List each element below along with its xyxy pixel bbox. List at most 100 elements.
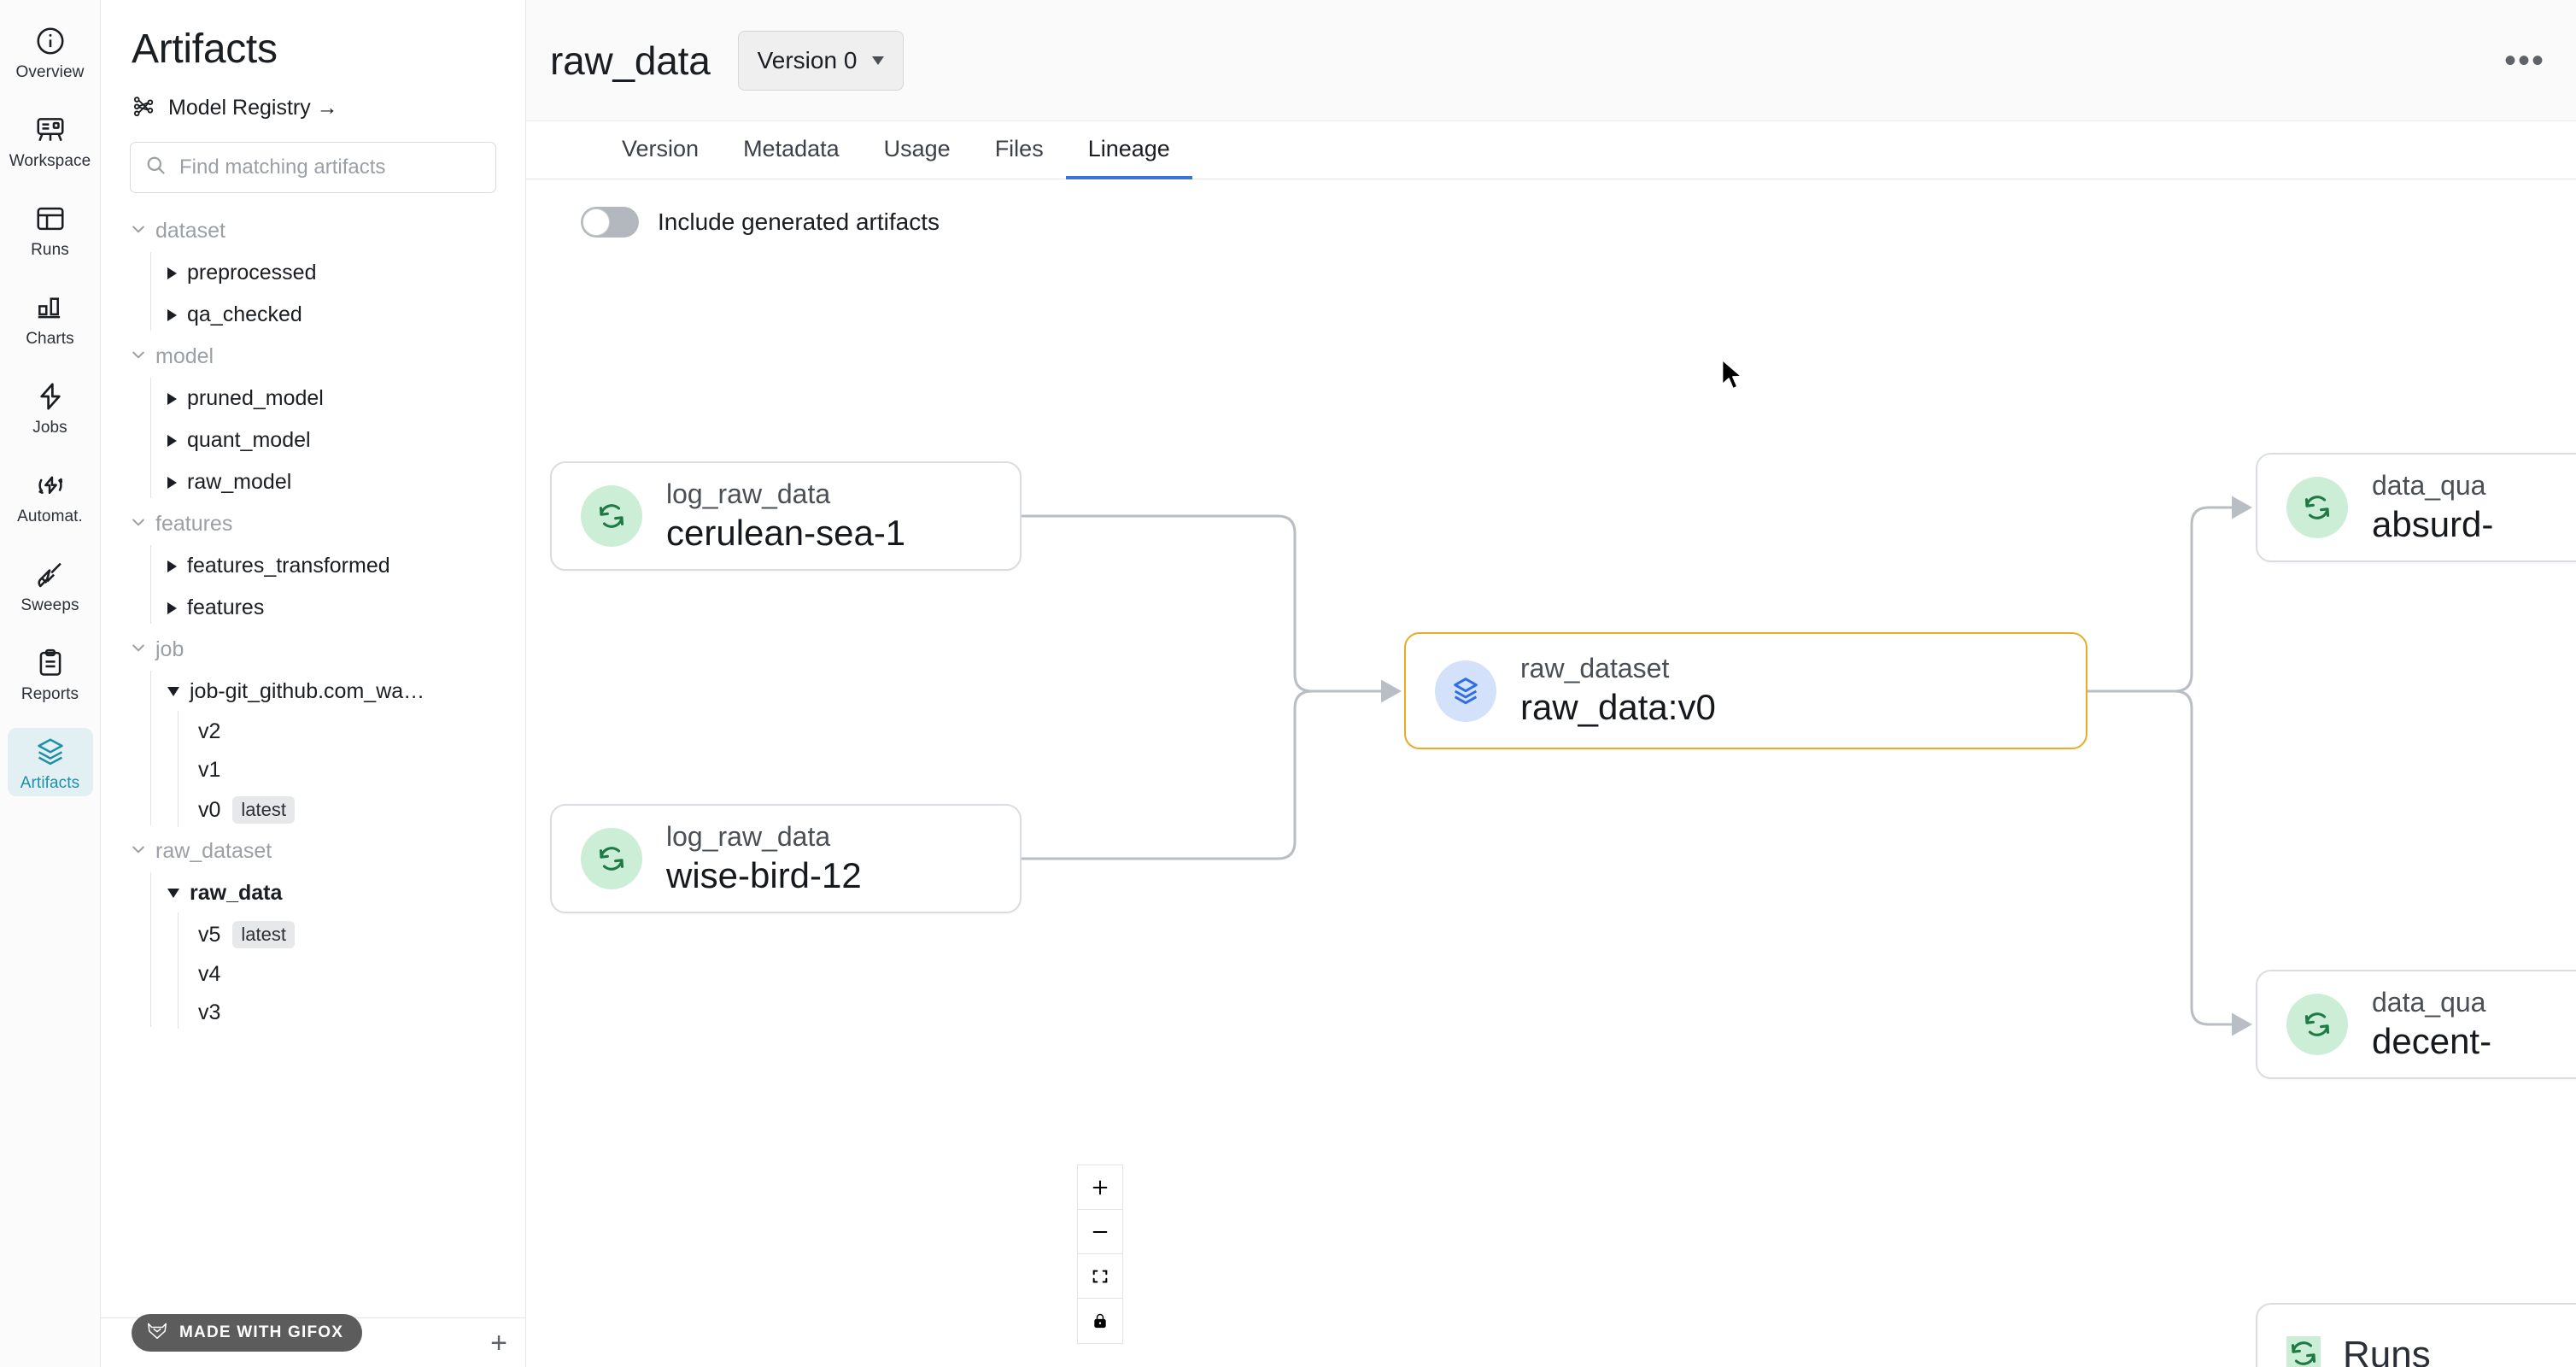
zoom-controls bbox=[1077, 1165, 1123, 1344]
tree-item-quant-model[interactable]: quant_model bbox=[150, 419, 525, 461]
node-type: log_raw_data bbox=[666, 478, 831, 509]
model-registry-icon bbox=[132, 93, 157, 123]
node-name: absurd- bbox=[2372, 503, 2494, 544]
tree-group-model[interactable]: model bbox=[101, 336, 525, 378]
version-label: v3 bbox=[198, 1000, 221, 1024]
sidebar-item-sweeps[interactable]: Sweeps bbox=[8, 550, 93, 619]
tree-group-features[interactable]: features bbox=[101, 503, 525, 545]
runs-panel[interactable]: Runs Search Ru bbox=[2256, 1303, 2576, 1367]
tree-group-label: raw_dataset bbox=[155, 839, 272, 863]
lineage-node-cerulean-sea-1[interactable]: log_raw_data cerulean-sea-1 bbox=[550, 461, 1022, 571]
lineage-node-absurd[interactable]: data_qua absurd- bbox=[2256, 453, 2576, 562]
version-label: v2 bbox=[198, 719, 221, 743]
lineage-canvas[interactable]: log_raw_data cerulean-sea-1 log_raw_data bbox=[526, 346, 2576, 1367]
node-type: raw_dataset bbox=[1520, 653, 1670, 684]
search-artifacts-box[interactable]: Find matching artifacts bbox=[130, 142, 496, 193]
tab-files[interactable]: Files bbox=[994, 136, 1044, 161]
chevron-down-icon bbox=[130, 841, 147, 862]
tree-group-job[interactable]: job bbox=[101, 629, 525, 671]
tab-version[interactable]: Version bbox=[622, 136, 700, 161]
zoom-in-button[interactable] bbox=[1078, 1165, 1122, 1210]
include-generated-artifacts-toggle[interactable] bbox=[581, 207, 639, 238]
version-item-v5[interactable]: v5 latest bbox=[178, 914, 525, 955]
tab-lineage[interactable]: Lineage bbox=[1065, 136, 1192, 179]
lineage-node-decent[interactable]: data_qua decent- bbox=[2256, 970, 2576, 1079]
fit-view-button[interactable] bbox=[1078, 1254, 1122, 1299]
version-item-v4[interactable]: v4 bbox=[178, 955, 525, 994]
runs-panel-header: Runs bbox=[2286, 1334, 2576, 1367]
caret-right-icon bbox=[167, 476, 177, 489]
version-item-v0[interactable]: v0 latest bbox=[178, 789, 525, 830]
tab-metadata[interactable]: Metadata bbox=[743, 136, 840, 161]
tree-item-label: features_transformed bbox=[187, 554, 390, 578]
caret-right-icon bbox=[167, 601, 177, 614]
lock-button[interactable] bbox=[1078, 1299, 1122, 1343]
sidebar-item-runs[interactable]: Runs bbox=[8, 195, 93, 263]
tree-item-label: preprocessed bbox=[187, 261, 317, 285]
version-item-v3[interactable]: v3 bbox=[178, 994, 525, 1032]
tab-usage[interactable]: Usage bbox=[883, 136, 951, 161]
version-list-job-git: v2 v1 v0 latest bbox=[178, 711, 525, 830]
tree-item-label: raw_data bbox=[190, 881, 283, 905]
tree-item-preprocessed[interactable]: preprocessed bbox=[150, 252, 525, 294]
ellipsis-icon[interactable]: ••• bbox=[2503, 41, 2545, 79]
tree-item-raw-model[interactable]: raw_model bbox=[150, 461, 525, 503]
tree-group-dataset[interactable]: dataset bbox=[101, 210, 525, 252]
include-generated-artifacts-label: Include generated artifacts bbox=[658, 208, 940, 235]
left-nav-rail: Overview Workspace Runs bbox=[0, 0, 101, 1367]
tree-item-features[interactable]: features bbox=[150, 587, 525, 629]
sync-icon bbox=[2286, 1335, 2321, 1367]
tree-group-label: model bbox=[155, 344, 214, 368]
sidebar-item-automations[interactable]: Automat. bbox=[8, 461, 93, 530]
sidebar-item-overview[interactable]: Overview bbox=[8, 17, 93, 85]
tree-children-raw-dataset: raw_data v5 latest v4 v3 bbox=[150, 872, 525, 1032]
model-registry-link[interactable]: Model Registry → bbox=[101, 73, 525, 123]
tree-group-label: dataset bbox=[155, 219, 226, 243]
tree-item-features-transformed[interactable]: features_transformed bbox=[150, 545, 525, 587]
add-artifact-button[interactable]: + bbox=[490, 1326, 507, 1359]
tree-item-job-git[interactable]: job-git_github.com_wa… bbox=[150, 671, 525, 713]
bar-chart-icon bbox=[33, 290, 67, 325]
version-select[interactable]: Version 0 bbox=[737, 30, 905, 91]
version-item-v1[interactable]: v1 bbox=[178, 751, 525, 789]
sidebar-item-artifacts[interactable]: Artifacts bbox=[7, 728, 93, 796]
sync-icon bbox=[581, 485, 642, 547]
sidebar-label-automations: Automat. bbox=[17, 507, 83, 525]
tree-children-features: features_transformed features bbox=[150, 545, 525, 629]
sidebar-item-jobs[interactable]: Jobs bbox=[8, 373, 93, 441]
tree-children-dataset: preprocessed qa_checked bbox=[150, 252, 525, 336]
tree-item-raw-data[interactable]: raw_data bbox=[150, 872, 525, 914]
workspace-icon bbox=[33, 113, 67, 147]
tree-item-qa-checked[interactable]: qa_checked bbox=[150, 294, 525, 336]
clipboard-icon bbox=[33, 646, 67, 680]
sidebar-label-workspace: Workspace bbox=[9, 152, 91, 170]
tree-item-pruned-model[interactable]: pruned_model bbox=[150, 378, 525, 419]
lineage-node-wise-bird-12[interactable]: log_raw_data wise-bird-12 bbox=[550, 804, 1022, 913]
version-select-label: Version 0 bbox=[757, 46, 858, 73]
model-registry-label: Model Registry → bbox=[168, 96, 338, 120]
sidebar-item-workspace[interactable]: Workspace bbox=[8, 106, 93, 174]
sidebar-label-overview: Overview bbox=[15, 63, 85, 81]
tree-group-raw-dataset[interactable]: raw_dataset bbox=[101, 830, 525, 872]
search-icon bbox=[144, 154, 167, 181]
version-item-v2[interactable]: v2 bbox=[178, 713, 525, 751]
tree-item-label: quant_model bbox=[187, 428, 311, 452]
status-badge: latest bbox=[232, 796, 295, 824]
zoom-out-button[interactable] bbox=[1078, 1210, 1122, 1254]
sidebar-label-jobs: Jobs bbox=[32, 419, 67, 437]
search-input[interactable]: Find matching artifacts bbox=[179, 155, 386, 179]
sidebar-item-charts[interactable]: Charts bbox=[8, 284, 93, 352]
chevron-down-icon bbox=[872, 56, 885, 65]
node-type: log_raw_data bbox=[666, 820, 831, 852]
node-name: wise-bird-12 bbox=[666, 854, 862, 895]
sidebar-label-charts: Charts bbox=[26, 330, 74, 348]
chevron-down-icon bbox=[130, 346, 147, 367]
sidebar-item-reports[interactable]: Reports bbox=[8, 639, 93, 707]
version-label: v0 bbox=[198, 797, 221, 822]
tree-item-label: job-git_github.com_wa… bbox=[190, 679, 425, 703]
tree-group-label: features bbox=[155, 512, 233, 536]
lineage-node-raw-data-v0[interactable]: raw_dataset raw_data:v0 bbox=[1404, 632, 2087, 749]
tree-group-label: job bbox=[155, 637, 184, 661]
tree-item-label: pruned_model bbox=[187, 386, 324, 410]
caret-right-icon bbox=[167, 308, 177, 321]
